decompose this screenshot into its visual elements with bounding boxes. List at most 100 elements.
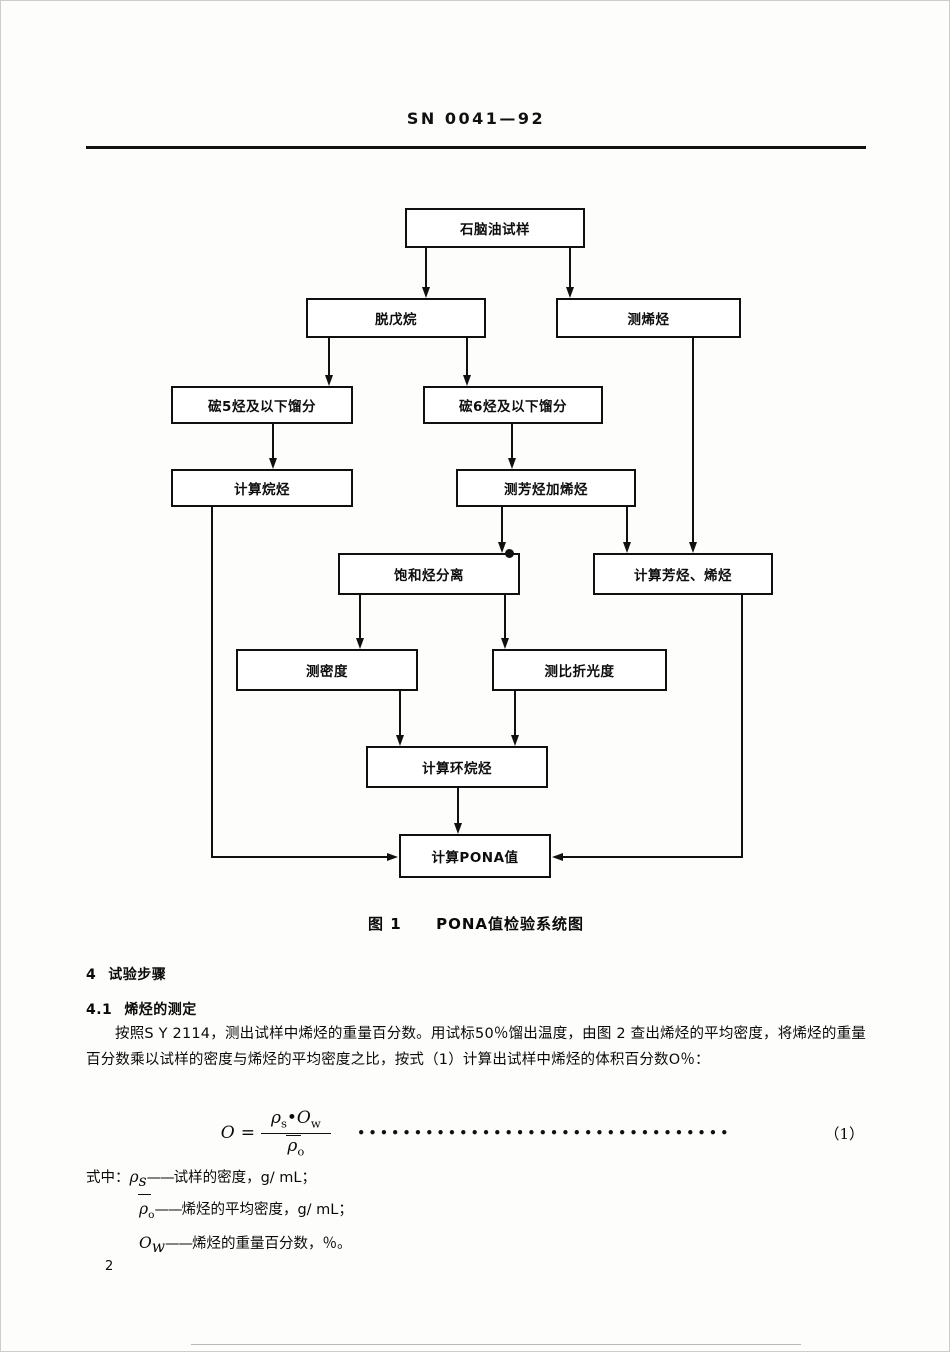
flow-node-measure-aromatics-olefins: 测芳烃加烯烃 xyxy=(456,469,636,507)
connector-c5-calc-alkanes xyxy=(272,424,274,458)
rho-s-symbol: ρ xyxy=(270,1108,281,1129)
rho-s-symbol: ρ xyxy=(129,1168,139,1186)
flow-node-label: 测密度 xyxy=(306,664,348,680)
flow-node-label: 测烯烃 xyxy=(627,312,670,328)
o-w-subscript: w xyxy=(151,1237,165,1256)
arrow-down-icon xyxy=(507,458,516,469)
formula-row: O = ρs•Ow ρo •••••••••••••••••••••••••••… xyxy=(86,1105,866,1161)
pona-flowchart: 石脑油试样 脱戊烷 测烯烃 硡5烃及以下馏分 硡6烃及以下馏分 计算烷烃 测芳烃… xyxy=(1,181,950,901)
connector-measure-arom-sat-sep xyxy=(501,507,503,542)
header-rule xyxy=(86,146,866,149)
junction-dot xyxy=(505,549,514,558)
o-w-subscript: w xyxy=(310,1116,321,1131)
formula-numerator: ρs•Ow xyxy=(260,1108,331,1134)
formula-equals: = xyxy=(240,1123,255,1143)
bottom-rule xyxy=(191,1344,801,1345)
rho-s-subscript: s xyxy=(280,1116,287,1131)
arrow-left-icon xyxy=(552,852,563,861)
connector-calc-alkanes-rail-h xyxy=(211,856,389,858)
rho-o-symbol: ρ xyxy=(287,1135,298,1156)
connector-sample-depentanize xyxy=(425,248,427,287)
rho-s-subscript: s xyxy=(138,1171,147,1190)
arrow-down-icon xyxy=(565,287,574,298)
arrow-down-icon xyxy=(497,542,506,553)
flow-node-c5-cut: 硡5烃及以下馏分 xyxy=(171,386,353,424)
flow-node-measure-density: 测密度 xyxy=(236,649,418,691)
rho-o-symbol: ρ xyxy=(139,1199,149,1218)
where-dash: —— xyxy=(154,1201,182,1218)
flow-node-saturate-separation: 饱和烃分离 xyxy=(338,553,520,595)
figure-caption-title: PONA值检验系统图 xyxy=(436,915,585,933)
arrow-down-icon xyxy=(324,375,333,386)
flow-node-label: 计算烷烃 xyxy=(234,482,290,498)
connector-olefins-calc-arom xyxy=(692,338,694,542)
where-lead: 式中： xyxy=(86,1170,130,1186)
flow-node-label: 测比折光度 xyxy=(544,664,615,680)
flow-node-label: 石脑油试样 xyxy=(460,222,530,238)
multiply-dot-icon: • xyxy=(286,1108,297,1129)
figure-caption: 图 1 PONA值检验系统图 xyxy=(86,913,866,934)
arrow-down-icon xyxy=(395,735,404,746)
where-block: 式中：ρs——试样的密度，g/ mL； ρo——烯烃的平均密度，g/ mL； O… xyxy=(86,1163,686,1261)
o-w-symbol: O xyxy=(139,1233,152,1252)
flow-node-calc-naphthenes: 计算环烷烃 xyxy=(366,746,548,788)
where-line: Ow——烯烃的重量百分数，％。 xyxy=(86,1229,686,1261)
connector-calc-alkanes-rail-v xyxy=(211,507,213,858)
flow-node-measure-olefins: 测烯烃 xyxy=(556,298,741,338)
flow-node-label: 硡6烃及以下馏分 xyxy=(459,399,567,415)
flow-node-depentanize: 脱戊烷 xyxy=(306,298,486,338)
section-heading-4-1: 4.1 烯烃的测定 xyxy=(86,999,197,1019)
where-line: ρo——烯烃的平均密度，g/ mL； xyxy=(86,1193,686,1229)
figure-caption-label: 图 1 xyxy=(367,915,402,933)
arrow-down-icon xyxy=(510,735,519,746)
connector-sat-sep-density xyxy=(359,595,361,638)
connector-c6-measure-arom xyxy=(511,424,513,458)
connector-refract-calc-naph xyxy=(514,691,516,735)
flow-node-c6-cut: 硡6烃及以下馏分 xyxy=(423,386,603,424)
flow-node-calc-alkanes: 计算烷烃 xyxy=(171,469,353,507)
flow-node-sample: 石脑油试样 xyxy=(405,208,585,248)
o-w-symbol: O xyxy=(296,1108,311,1129)
where-line: 式中：ρs——试样的密度，g/ mL； xyxy=(86,1163,686,1195)
section-heading-4: 4 试验步骤 xyxy=(86,964,166,984)
arrow-down-icon xyxy=(462,375,471,386)
section-title: 烯烃的测定 xyxy=(124,1002,197,1018)
connector-depentanize-c5 xyxy=(328,338,330,375)
connector-calc-naph-calc-pona xyxy=(457,788,459,823)
body-paragraph: 按照S Y 2114，测出试样中烯烃的重量百分数。用试标50％馏出温度，由图 2… xyxy=(86,1026,866,1068)
section-number: 4.1 xyxy=(86,1002,113,1018)
connector-depentanize-c6 xyxy=(466,338,468,375)
flow-node-label: 测芳烃加烯烃 xyxy=(504,482,588,498)
flow-node-label: 脱戊烷 xyxy=(375,312,417,328)
rho-o-overline: ρo xyxy=(137,1193,155,1229)
arrow-down-icon xyxy=(688,542,697,553)
formula-lhs: O xyxy=(220,1123,235,1143)
connector-density-calc-naph xyxy=(399,691,401,735)
connector-calc-arom-rail-v xyxy=(741,595,743,858)
formula-fraction: ρs•Ow ρo xyxy=(260,1108,331,1158)
rho-o-overline: ρo xyxy=(286,1134,305,1158)
flow-node-measure-refraction: 测比折光度 xyxy=(492,649,667,691)
section-number: 4 xyxy=(86,967,97,983)
connector-measure-arom-calc-arom xyxy=(626,507,628,542)
arrow-down-icon xyxy=(453,823,462,834)
section-title: 试验步骤 xyxy=(108,967,167,983)
connector-sample-olefins xyxy=(569,248,571,287)
flow-node-label: 计算PONA值 xyxy=(431,850,519,866)
flow-node-label: 计算环烷烃 xyxy=(422,761,492,777)
rho-o-subscript: o xyxy=(148,1208,155,1221)
document-header: SN 0041—92 xyxy=(86,109,866,128)
arrow-down-icon xyxy=(622,542,631,553)
flow-node-calc-pona: 计算PONA值 xyxy=(399,834,551,878)
flow-node-label: 硡5烃及以下馏分 xyxy=(208,399,316,415)
connector-sat-sep-refract xyxy=(504,595,506,638)
flow-node-label: 饱和烃分离 xyxy=(394,568,464,584)
formula-number: （1） xyxy=(824,1125,864,1143)
rho-o-subscript: o xyxy=(297,1143,305,1158)
formula-olefin-volume: O = ρs•Ow ρo •••••••••••••••••••••••••••… xyxy=(221,1108,731,1158)
where-description: 烯烃的重量百分数，％。 xyxy=(192,1235,352,1252)
formula-denominator: ρo xyxy=(277,1134,314,1158)
arrow-down-icon xyxy=(421,287,430,298)
arrow-right-icon xyxy=(387,852,398,861)
